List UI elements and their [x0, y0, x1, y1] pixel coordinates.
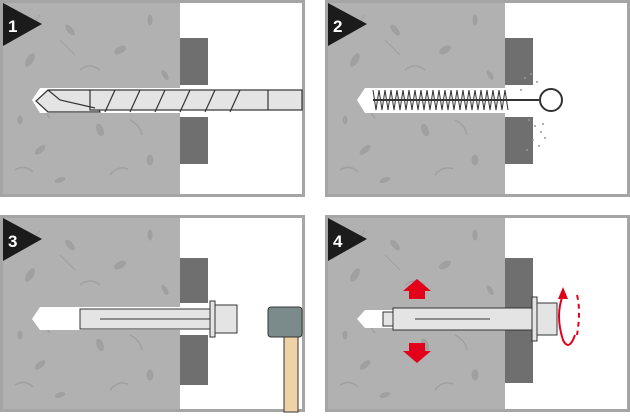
step-number: 1	[8, 17, 17, 36]
step-number: 4	[333, 232, 343, 251]
step-3-panel: 3	[0, 215, 305, 413]
fixture-plate-bottom	[505, 117, 533, 164]
anchor-bolt-icon	[79, 300, 238, 338]
fixture-plate-top	[180, 258, 208, 303]
fixture-plate-bottom	[180, 117, 208, 164]
fixture-plate-bottom	[180, 335, 208, 385]
step-number: 3	[8, 232, 17, 251]
step-4-panel: 4	[325, 215, 630, 412]
expansion-arrow-up-icon	[403, 279, 431, 299]
step-1-panel: 1	[0, 0, 305, 197]
hammer-icon	[267, 306, 303, 413]
dust-particles	[520, 73, 546, 151]
fixture-plate-top	[505, 38, 533, 85]
anchor-bolt-icon	[382, 296, 558, 342]
step-2-panel: 2	[325, 0, 630, 197]
rotate-arrow-icon	[558, 287, 580, 346]
drill-bit-icon	[35, 89, 303, 113]
expansion-arrow-down-icon	[403, 343, 431, 363]
fixture-plate-top	[180, 38, 208, 85]
cleaning-brush-icon	[372, 88, 563, 112]
step-number: 2	[333, 17, 342, 36]
